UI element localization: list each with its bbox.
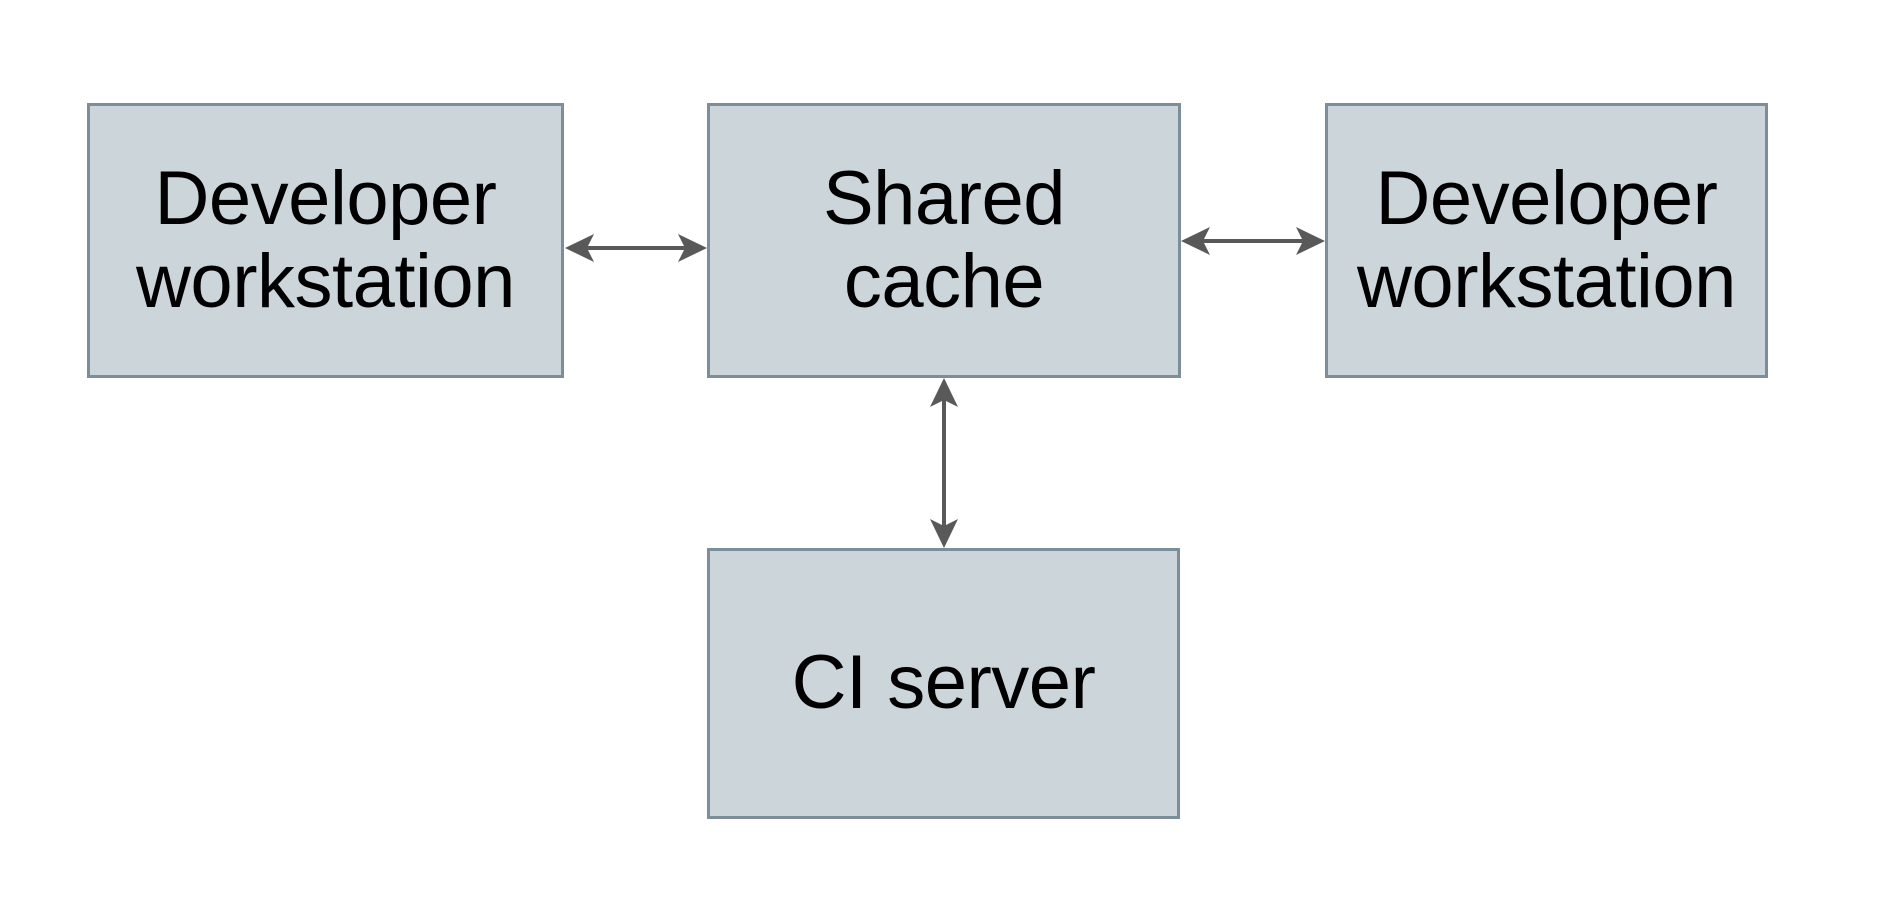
- double-headed-arrow-icon: [1181, 227, 1325, 255]
- node-label-shared-cache: Shared cache: [822, 156, 1066, 324]
- connector-cache-to-ci-server: [930, 378, 958, 548]
- node-label-ci-server: CI server: [791, 640, 1096, 726]
- double-headed-arrow-icon: [565, 234, 707, 262]
- node-developer-workstation-right[interactable]: Developer workstation: [1325, 103, 1768, 378]
- node-ci-server[interactable]: CI server: [707, 548, 1180, 819]
- node-label-developer-workstation-right: Developer workstation: [1357, 156, 1736, 324]
- connector-cache-to-dev-right: [1181, 227, 1325, 255]
- double-headed-arrow-icon: [930, 378, 958, 548]
- node-shared-cache[interactable]: Shared cache: [707, 103, 1181, 378]
- connector-dev-left-to-cache: [565, 234, 707, 262]
- node-label-developer-workstation-left: Developer workstation: [136, 156, 515, 324]
- node-developer-workstation-left[interactable]: Developer workstation: [87, 103, 564, 378]
